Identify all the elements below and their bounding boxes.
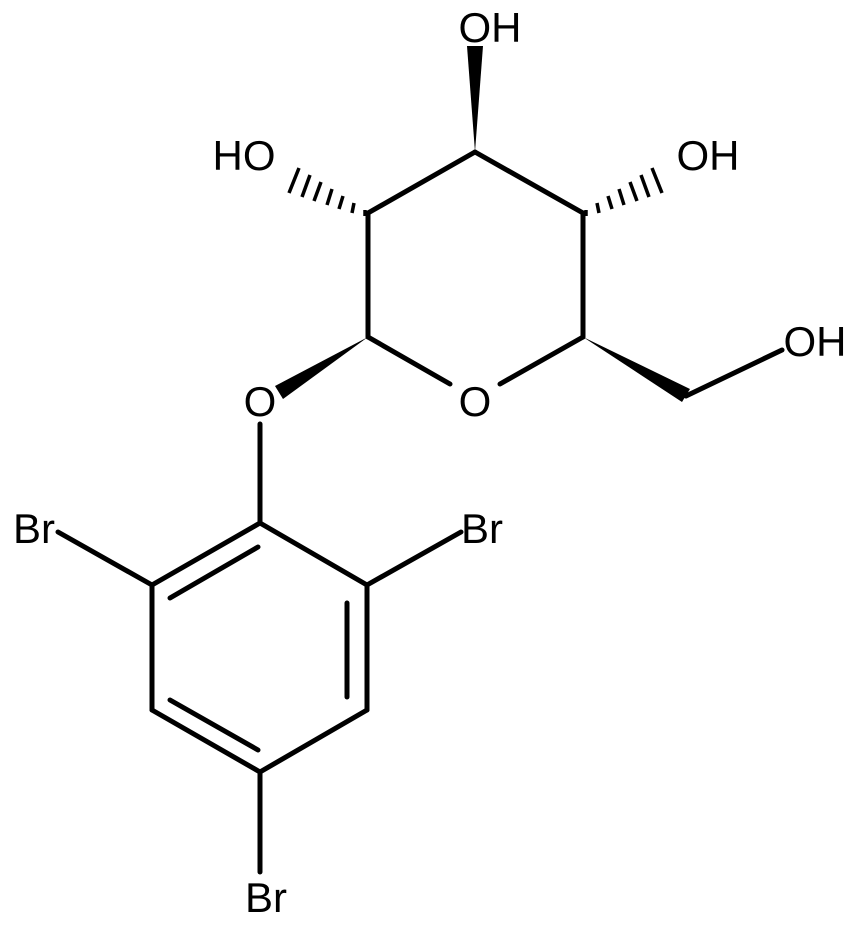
label-oh-right: OH	[677, 132, 740, 179]
bond-ar6-ar1	[149, 520, 263, 588]
label-o-glycosidic: O	[244, 378, 277, 425]
wedge-c3-oh	[467, 46, 483, 152]
atom-labels: OH HO OH OH O O Br Br Br	[13, 4, 847, 921]
label-oh-top: OH	[459, 4, 522, 51]
bond-ar-br-left	[55, 529, 155, 588]
bond-c5-oring	[497, 334, 586, 387]
bond-c3-c4	[472, 149, 586, 216]
bond-ar4-ar5	[149, 707, 263, 775]
hash-c4-oh	[584, 167, 664, 216]
bond-ar4-ar5-inner	[167, 697, 261, 753]
label-oh-ch2: OH	[784, 318, 847, 365]
stereo-bonds	[275, 46, 690, 402]
bond-ch2-oh	[683, 347, 785, 399]
bond-ar3-ar4	[257, 707, 370, 775]
wedge-c5-ch2	[583, 337, 690, 402]
bond-ar6-ar1-inner	[167, 544, 261, 601]
bond-c2-c3	[365, 149, 478, 216]
bond-ar-br-right	[364, 529, 464, 588]
wedge-c1-o	[275, 337, 368, 399]
bond-ar1-ar2	[257, 520, 370, 588]
aromatic-ring-bonds	[149, 520, 370, 775]
pyranose-ring-bonds	[365, 149, 586, 387]
hash-c2-oh	[287, 167, 367, 216]
label-br-right: Br	[461, 505, 503, 552]
label-o-ring: O	[459, 378, 492, 425]
label-ho-left: HO	[213, 132, 276, 179]
label-br-left: Br	[13, 505, 55, 552]
bond-oring-c1	[365, 334, 453, 387]
label-br-bottom: Br	[245, 874, 287, 921]
